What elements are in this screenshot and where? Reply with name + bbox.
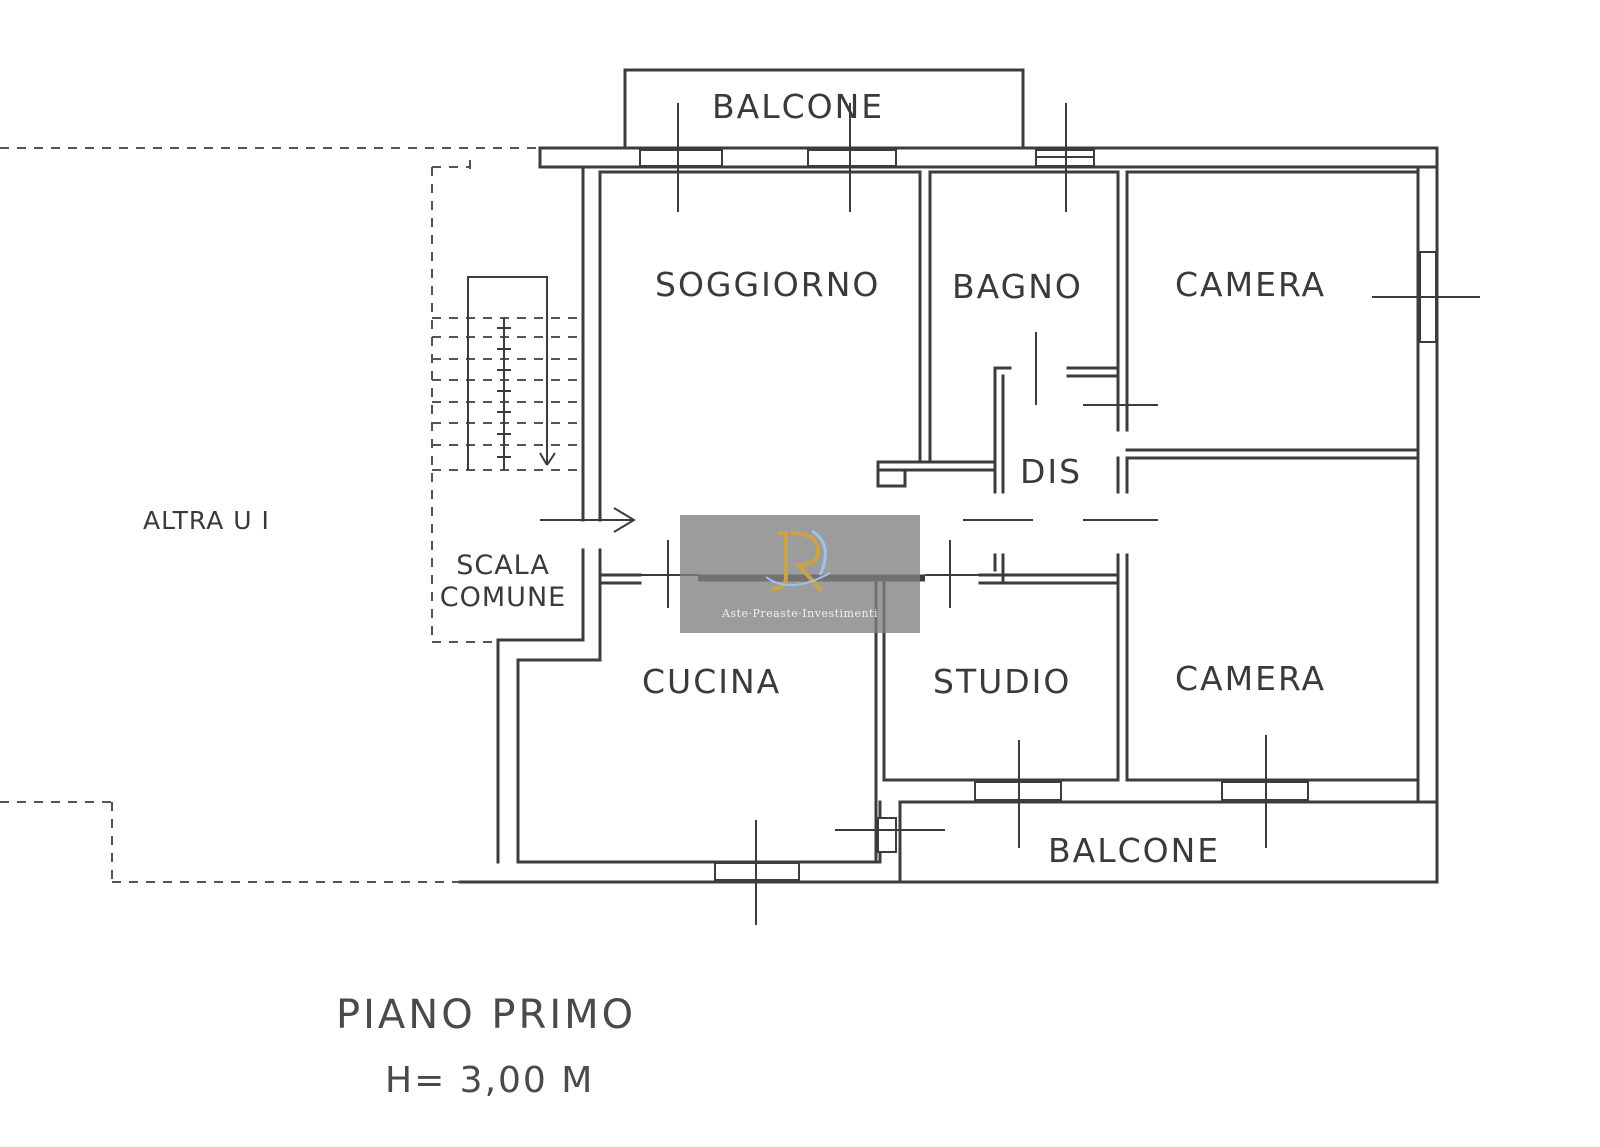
label-dis: DIS (1020, 452, 1083, 491)
label-studio: STUDIO (933, 662, 1072, 701)
floor-height: H= 3,00 M (385, 1060, 595, 1101)
label-scala-comune: SCALA COMUNE (438, 550, 568, 615)
agency-logo-icon (765, 529, 831, 593)
watermark-panel: Aste·Preaste·Investimenti (680, 515, 920, 633)
label-camera-bottom: CAMERA (1175, 659, 1327, 698)
label-bagno: BAGNO (952, 267, 1083, 306)
label-balcone-top: BALCONE (712, 87, 885, 126)
label-scala-line1: SCALA (456, 550, 550, 581)
label-soggiorno: SOGGIORNO (655, 265, 881, 304)
label-altra-ui: ALTRA U I (143, 506, 270, 535)
label-camera-top: CAMERA (1175, 265, 1327, 304)
label-scala-line2: COMUNE (439, 582, 567, 614)
label-balcone-bottom: BALCONE (1048, 831, 1221, 870)
watermark-text: Aste·Preaste·Investimenti (721, 607, 878, 620)
label-cucina: CUCINA (642, 662, 782, 701)
floor-title: PIANO PRIMO (336, 992, 637, 1038)
